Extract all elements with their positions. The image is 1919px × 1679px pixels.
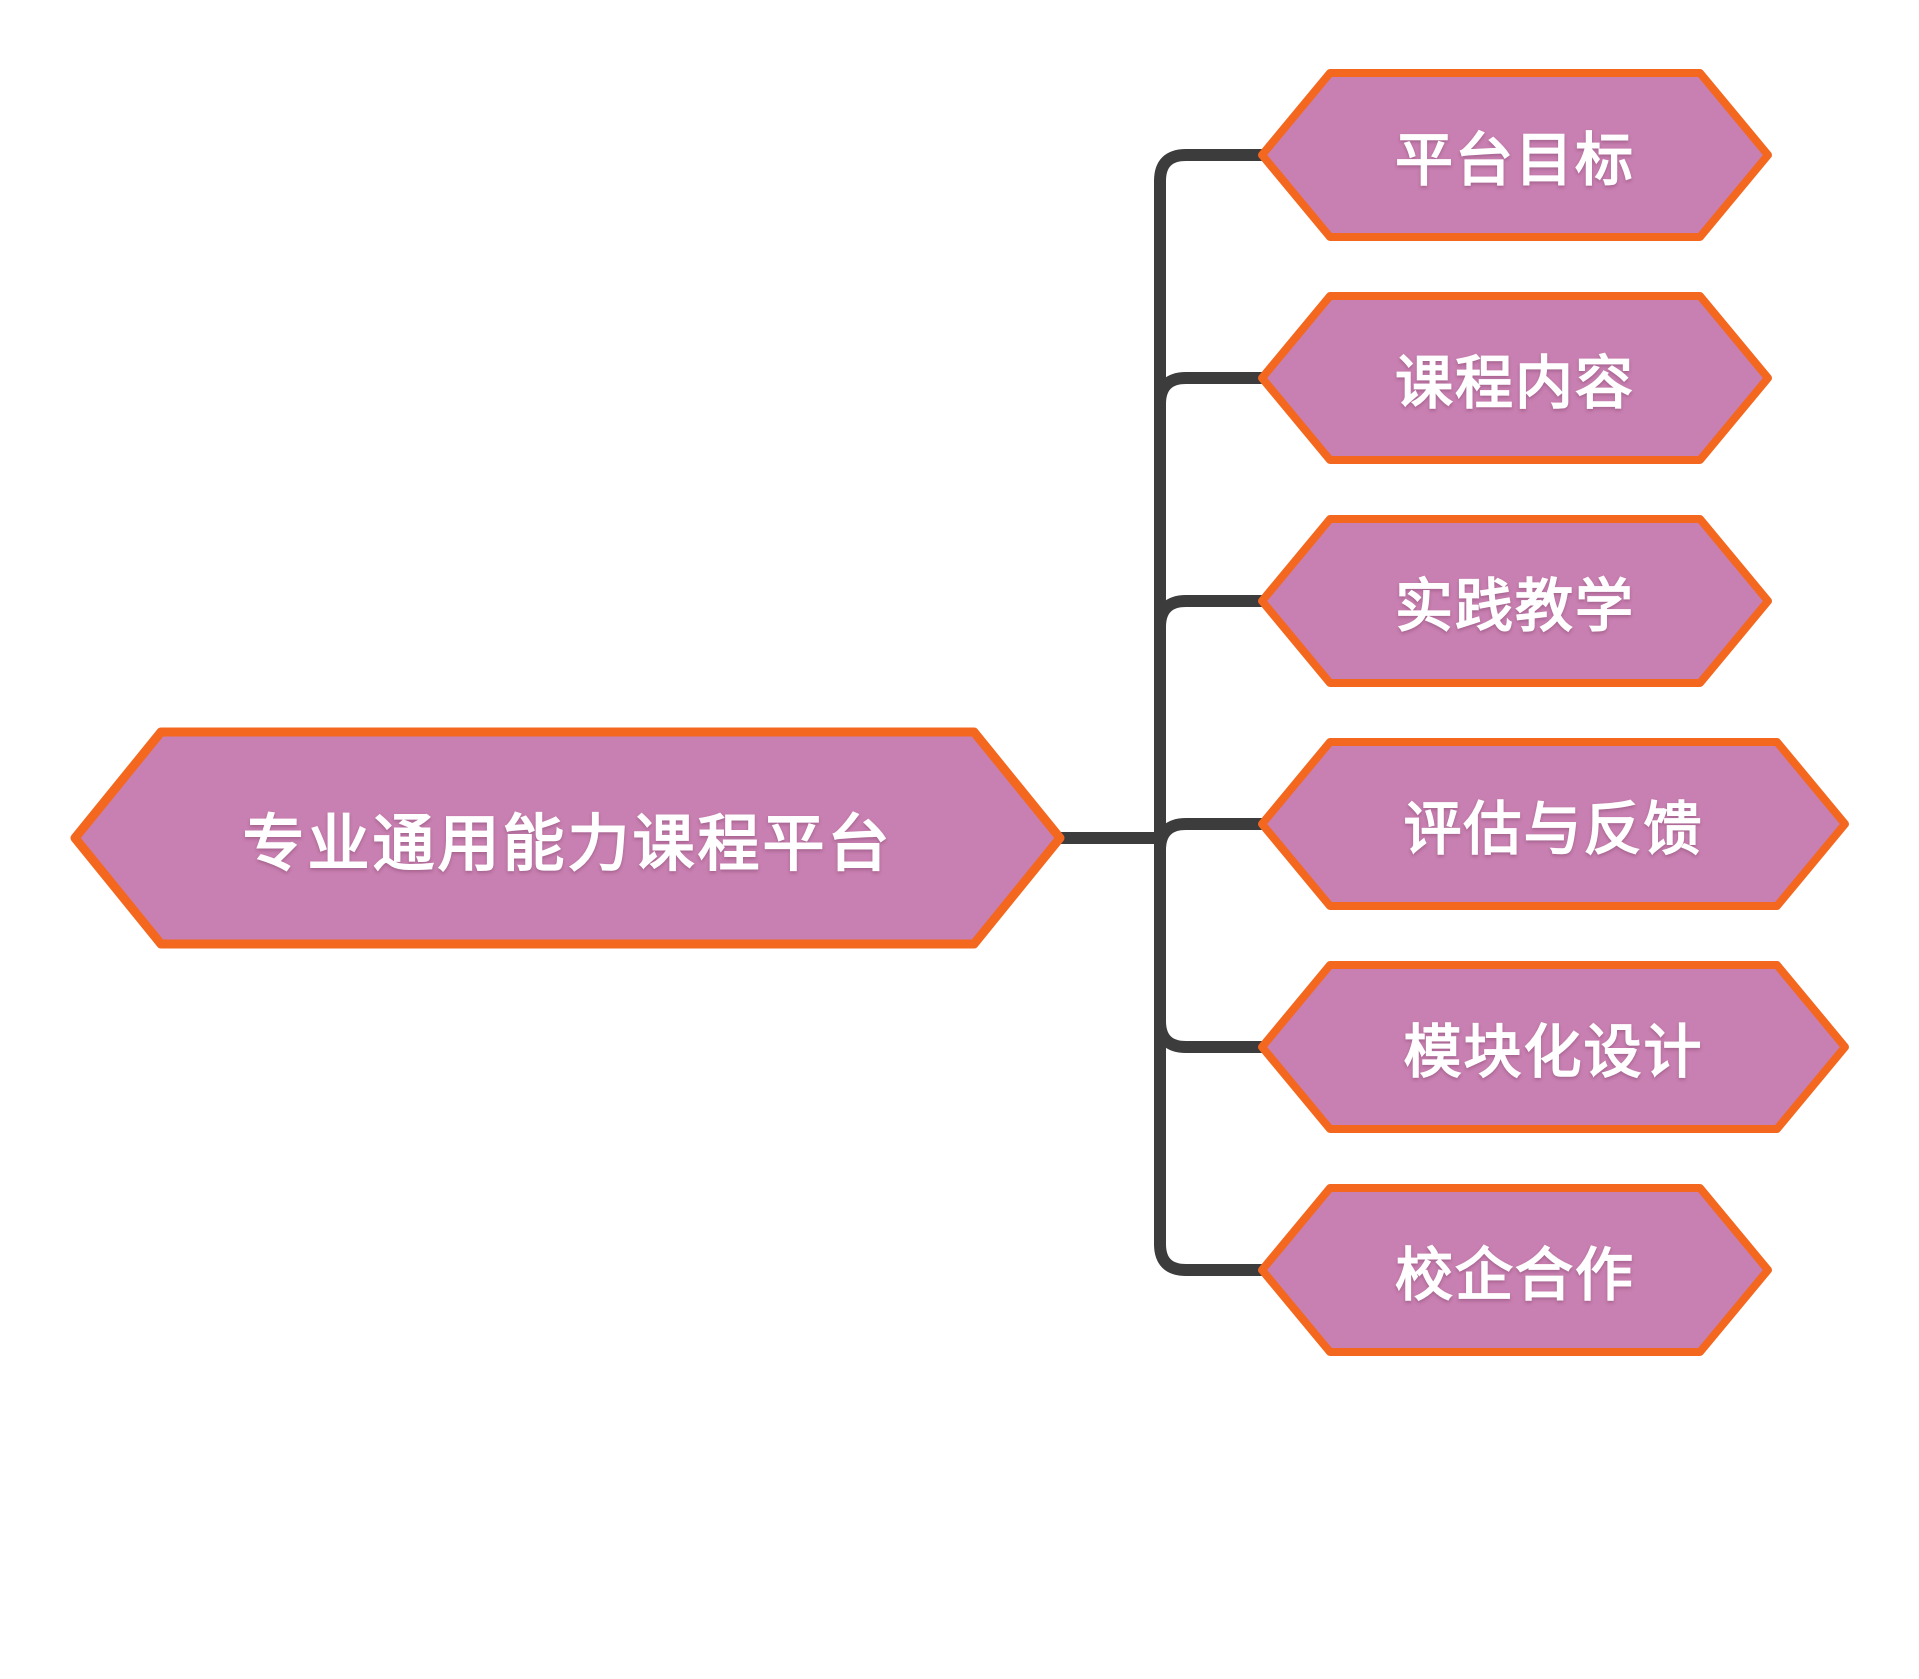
connector-branch-4 [1154,818,1262,851]
connector-branch-6 [1154,1243,1262,1276]
node-shape-group [70,69,1849,1356]
connector-branch-1 [1154,149,1262,182]
branch-node-shape-2[interactable] [1258,292,1772,464]
connector-group [1060,149,1262,1276]
connector-branch-5 [1154,1020,1262,1053]
branch-node-shape-4[interactable] [1258,738,1849,910]
connector-branch-3 [1154,595,1262,628]
branch-node-shape-1[interactable] [1258,69,1772,241]
connector-branch-2 [1154,372,1262,405]
root-node-shape[interactable] [70,727,1065,949]
branch-node-shape-6[interactable] [1258,1184,1772,1356]
branch-node-shape-5[interactable] [1258,961,1849,1133]
branch-node-shape-3[interactable] [1258,515,1772,687]
